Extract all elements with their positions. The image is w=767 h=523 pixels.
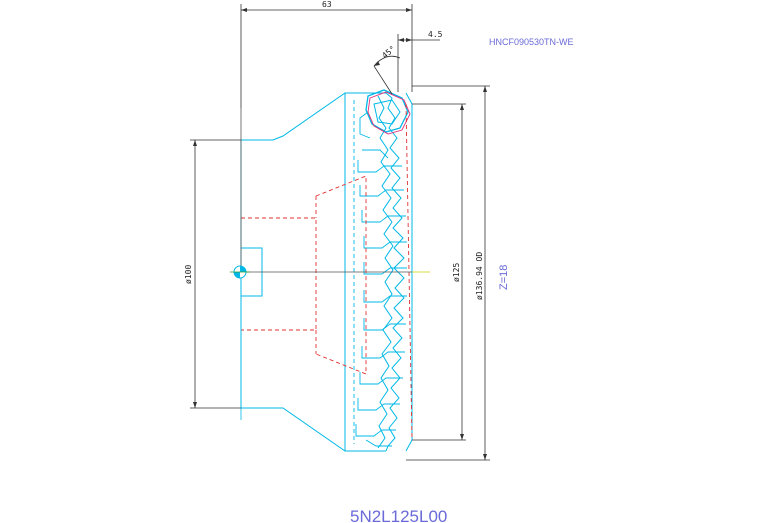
insert-code-label: HNCF090530TN-WE [489, 37, 574, 47]
teeth-count-label: Z=18 [498, 265, 510, 290]
insert-overlay [367, 91, 411, 135]
outer-diameter-label: ø136.94 OD [475, 252, 484, 300]
edge-offset-label: 4.5 [428, 30, 443, 39]
overall-length-label: 63 [322, 0, 332, 9]
dimension-arrows [193, 8, 487, 460]
lead-angle-label: 45° [380, 44, 397, 60]
center-marker [230, 265, 250, 279]
model-code-label: 5N2L125L00 [350, 507, 447, 523]
cutter-diameter-label: ø125 [452, 263, 461, 282]
shank-diameter-label: ø100 [184, 265, 193, 284]
dimension-lines [190, 4, 490, 461]
center-axis [240, 108, 430, 420]
